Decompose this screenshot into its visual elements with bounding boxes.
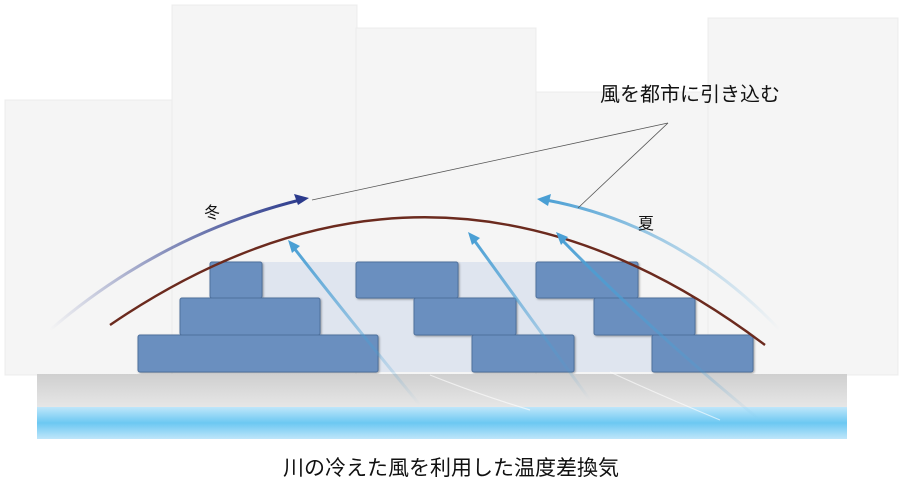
dome-curve <box>109 216 766 346</box>
building-block <box>355 261 459 299</box>
wind-trails <box>429 371 721 421</box>
diagram-caption: 川の冷えた風を利用した温度差換気 <box>283 456 619 480</box>
up-arrow <box>468 232 592 401</box>
up-arrow <box>556 232 761 422</box>
winter-arrow <box>49 194 309 332</box>
callout-leader-lines <box>311 122 669 209</box>
winter-label: 冬 <box>204 203 221 222</box>
building-block <box>209 261 263 299</box>
summer-label: 夏 <box>638 214 655 233</box>
building-block <box>413 297 517 336</box>
building-block <box>471 334 575 373</box>
building-block <box>535 261 639 299</box>
building-block <box>137 334 379 373</box>
wind-intake-label: 風を都市に引き込む <box>600 82 780 106</box>
city-blocks <box>137 261 754 373</box>
building-silhouette <box>707 17 899 376</box>
building-silhouette <box>4 99 174 376</box>
building-block <box>179 297 321 336</box>
building-block <box>593 297 696 336</box>
up-arrow <box>288 240 422 406</box>
summer-arrow <box>537 194 782 332</box>
river-strip <box>37 407 847 439</box>
